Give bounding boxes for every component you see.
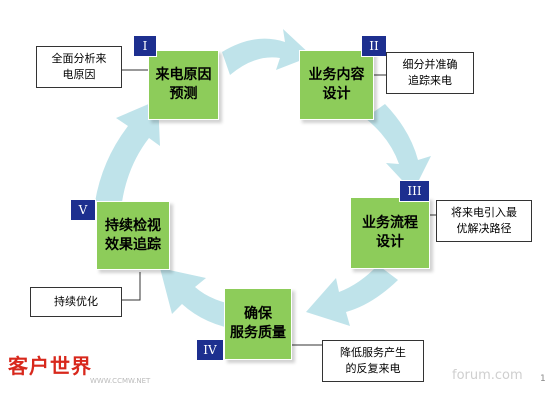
note-2: 细分并准确 追踪来电 bbox=[386, 52, 474, 94]
step-numeral-1: I bbox=[133, 35, 157, 57]
step-label-4: 确保 服务质量 bbox=[230, 306, 286, 341]
step-numeral-2: II bbox=[361, 35, 387, 57]
step-box-4: 确保 服务质量 bbox=[224, 288, 292, 360]
note-1: 全面分析来 电原因 bbox=[36, 46, 122, 88]
note-3: 将来电引入最 优解决路径 bbox=[436, 200, 532, 242]
step-numeral-3: III bbox=[399, 180, 430, 202]
step-box-5: 持续检视 效果追踪 bbox=[96, 201, 170, 270]
step-box-3: 业务流程 设计 bbox=[350, 197, 430, 269]
watermark: forum.com bbox=[452, 368, 523, 383]
note-5: 持续优化 bbox=[30, 287, 122, 317]
step-numeral-5: V bbox=[70, 199, 96, 221]
note-4: 降低服务产生 的反复来电 bbox=[322, 340, 424, 382]
step-label-3: 业务流程 设计 bbox=[362, 215, 418, 250]
cycle-arrow-5 bbox=[95, 100, 160, 202]
cycle-arrow-1 bbox=[222, 29, 312, 75]
cycle-arrow-2 bbox=[365, 104, 431, 192]
cycle-arrow-3 bbox=[306, 265, 398, 326]
logo: 客户世界 bbox=[8, 354, 92, 378]
step-label-5: 持续检视 效果追踪 bbox=[105, 217, 161, 253]
page-number: 1 bbox=[540, 374, 546, 384]
connector-5 bbox=[120, 272, 141, 301]
step-label-1: 来电原因 预测 bbox=[155, 67, 212, 102]
step-label-2: 业务内容 设计 bbox=[308, 67, 365, 102]
step-box-2: 业务内容 设计 bbox=[299, 50, 374, 120]
logo-url: WWW.CCMW.NET bbox=[90, 377, 151, 385]
step-numeral-4: IV bbox=[196, 339, 224, 361]
cycle-arrow-4 bbox=[160, 268, 242, 330]
step-box-1: 来电原因 预测 bbox=[148, 50, 219, 120]
